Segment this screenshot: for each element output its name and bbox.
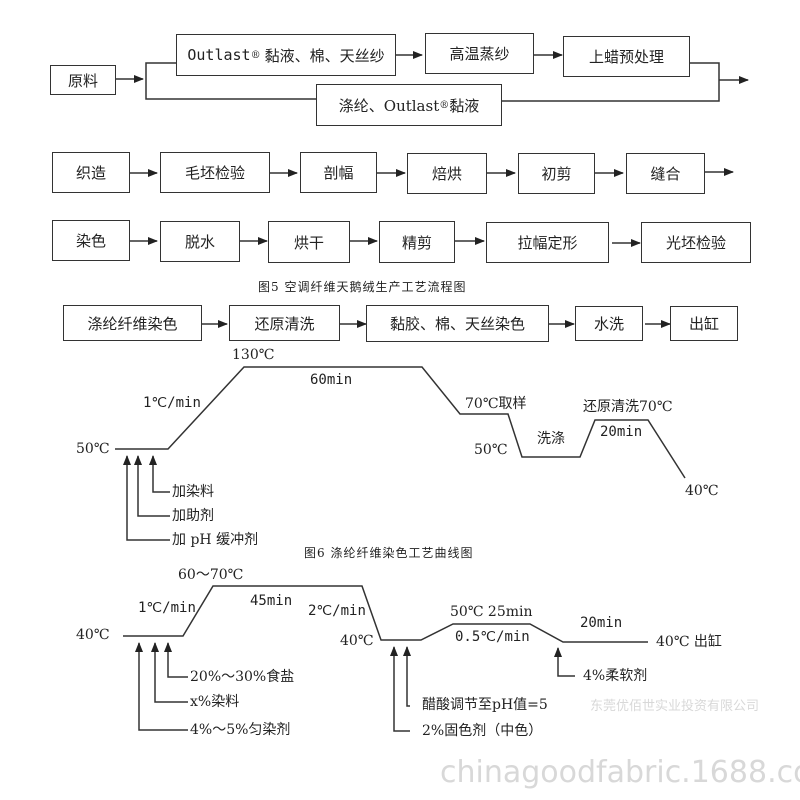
step-outlast-viscose-cotton-tencel-yarn: Outlast®黏液、棉、天丝纱 — [176, 34, 396, 76]
figure5-caption: 图5 空调纤维天鹅绒生产工艺流程图 — [258, 280, 467, 294]
fig6-add-arrow-ph — [123, 455, 170, 541]
step-greige-inspection: 毛坯检验 — [160, 152, 270, 193]
watermark-site: chinagoodfabric.1688.com — [440, 755, 800, 790]
fig7-add-arrow-softener — [554, 647, 575, 677]
step-label: 黏液 — [449, 96, 480, 115]
step-label: 还原清洗 — [254, 314, 315, 333]
step-polyester-outlast-viscose: 涤纶、Outlast®黏液 — [316, 84, 502, 126]
fig6-end-temp: 40℃ — [685, 483, 719, 499]
fig7-add-dye: x%染料 — [190, 694, 240, 710]
step-label: 烘干 — [293, 233, 324, 252]
registered-mark: ® — [439, 99, 450, 111]
watermark-company: 东莞优佰世实业投资有限公司 — [590, 699, 760, 714]
fig7-add-arrow-acid — [403, 646, 411, 707]
step-label: 原料 — [67, 71, 98, 90]
fig7-second-hold: 50℃ 25min — [450, 604, 533, 620]
fig6-add-arrow-dye — [149, 455, 170, 493]
step-label: 精剪 — [401, 233, 432, 252]
registered-mark: ® — [250, 49, 261, 61]
fig7-heating-rate: 1℃/min — [138, 600, 196, 616]
step-label: 黏胶、棉、天丝染色 — [389, 315, 525, 333]
step-label: 脱水 — [184, 233, 215, 251]
fig7-final-time: 20min — [580, 615, 623, 631]
fig6-add-ph-buffer: 加 pH 缓冲剂 — [172, 532, 259, 548]
step-sewing: 缝合 — [626, 153, 705, 194]
step-drying: 烘干 — [268, 221, 350, 263]
fig6-add-dye: 加染料 — [172, 484, 214, 500]
process-viscose-cotton-tencel-dyeing: 黏胶、棉、天丝染色 — [366, 305, 549, 342]
step-label-latin: Outlast — [187, 46, 251, 64]
fig6-sampling: 70℃取样 — [465, 396, 527, 412]
fig7-hold-time: 45min — [250, 593, 293, 609]
fig7-add-fixing-agent: 2%固色剂（中色） — [422, 723, 543, 739]
fig7-temperature-curve — [123, 585, 648, 643]
step-initial-shearing: 初剪 — [518, 153, 595, 194]
fig6-start-temp: 50℃ — [76, 441, 110, 457]
fig7-add-acetic-acid: 醋酸调节至pH值=5 — [422, 697, 548, 713]
step-label: 毛坯检验 — [184, 164, 245, 182]
fig7-cooling-rate: 2℃/min — [308, 603, 366, 619]
fig6-hold-time: 60min — [310, 372, 353, 388]
step-label: 染色 — [75, 232, 106, 250]
step-label: 上蜡预处理 — [588, 48, 664, 66]
step-weaving: 织造 — [52, 152, 130, 193]
process-polyester-dyeing: 涤纶纤维染色 — [63, 305, 202, 341]
fig6-add-auxiliary: 加助剂 — [172, 508, 214, 524]
step-label: 剖幅 — [323, 164, 354, 182]
fig7-end-label: 40℃ 出缸 — [656, 634, 722, 650]
step-wax-pretreatment: 上蜡预处理 — [563, 36, 690, 77]
fig7-add-arrow-dye — [151, 642, 188, 703]
process-rinsing: 水洗 — [575, 306, 643, 341]
step-label: 高温蒸纱 — [449, 45, 510, 63]
step-label: 涤纶纤维染色 — [87, 314, 178, 333]
fig7-mid-temp: 40℃ — [340, 633, 374, 649]
step-label: 织造 — [75, 164, 106, 182]
fig7-add-arrow-salt — [164, 642, 188, 678]
fig7-second-rate: 0.5℃/min — [455, 629, 530, 645]
step-tenter-setting: 拉幅定形 — [486, 222, 609, 263]
step-dyeing: 染色 — [52, 220, 130, 261]
fig6-washing: 洗涤 — [537, 431, 565, 447]
fig7-start-temp: 40℃ — [76, 627, 110, 643]
step-finished-inspection: 光坯检验 — [641, 222, 751, 263]
fig6-wash-temp: 50℃ — [474, 442, 508, 458]
step-label: 焙烘 — [431, 165, 462, 183]
step-raw-material: 原料 — [50, 65, 116, 95]
fig7-add-arrow-fixing — [390, 646, 410, 732]
step-slitting: 剖幅 — [300, 152, 377, 193]
step-label: 初剪 — [541, 165, 572, 183]
step-dewatering: 脱水 — [160, 221, 240, 262]
step-label: 水洗 — [593, 315, 624, 333]
fig6-reduction-clearing: 还原清洗70℃ — [583, 399, 673, 415]
step-label: 光坯检验 — [665, 234, 726, 252]
step-label: 黏液、棉、天丝纱 — [264, 46, 385, 65]
step-label: 出缸 — [688, 315, 719, 333]
figure6-caption: 图6 涤纶纤维染色工艺曲线图 — [304, 546, 474, 560]
step-high-temp-steaming: 高温蒸纱 — [425, 33, 534, 74]
fig6-reduction-time: 20min — [600, 424, 643, 440]
fig6-heating-rate: 1℃/min — [143, 395, 201, 411]
fig7-add-arrow-leveler — [135, 642, 188, 731]
fig7-add-salt: 20%～30%食盐 — [190, 669, 295, 685]
fig7-add-leveling-agent: 4%～5%匀染剂 — [190, 722, 291, 738]
fig6-peak-temp: 130℃ — [232, 347, 275, 363]
step-baking: 焙烘 — [407, 153, 487, 194]
fig7-peak-temp: 60～70℃ — [178, 567, 244, 583]
process-unloading: 出缸 — [670, 306, 738, 341]
fig6-temperature-curve — [115, 366, 686, 479]
fig7-add-softener: 4%柔软剂 — [583, 668, 648, 684]
step-fine-shearing: 精剪 — [379, 221, 455, 263]
step-label: 涤纶、Outlast — [338, 96, 440, 115]
step-label: 拉幅定形 — [517, 234, 578, 252]
step-label: 缝合 — [650, 165, 681, 183]
process-reduction-clearing: 还原清洗 — [229, 305, 340, 341]
fig6-add-arrow-aux — [134, 455, 170, 517]
